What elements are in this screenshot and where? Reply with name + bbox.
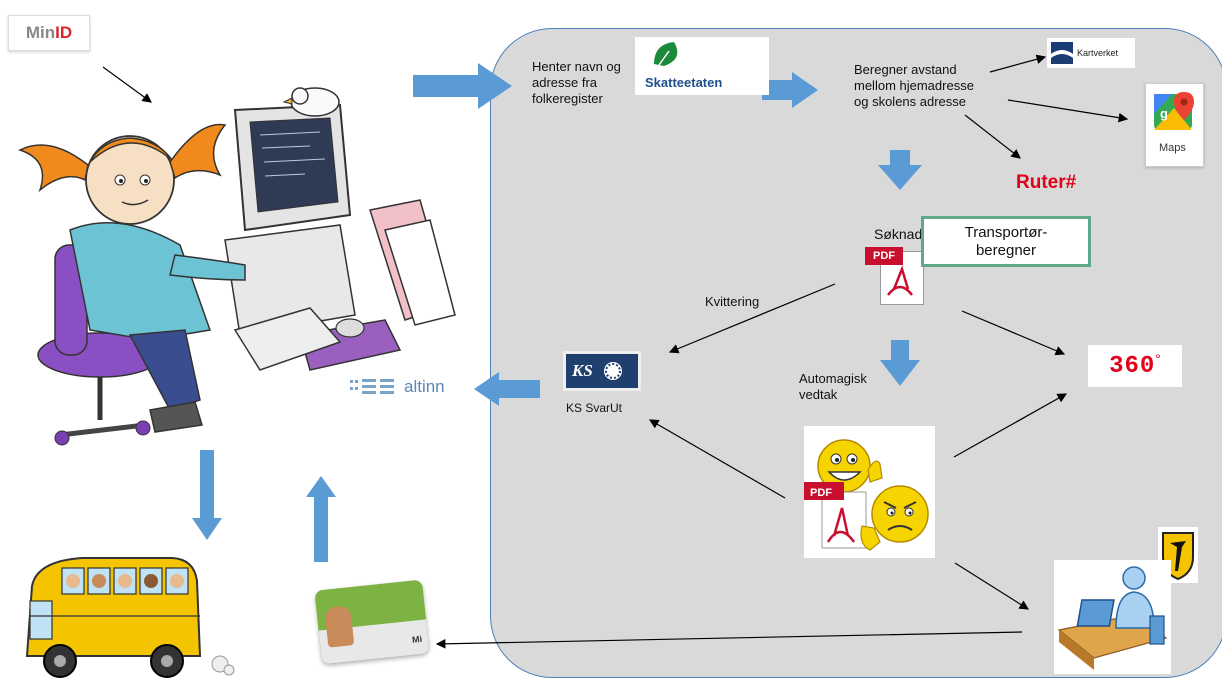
girl-at-computer-illustration	[18, 87, 456, 446]
arrow-to-ruter	[964, 114, 1021, 159]
kartverket-logo: Kartverket	[1047, 38, 1135, 68]
system-360-logo: 360 °	[1088, 345, 1182, 387]
beregner-label: Beregner avstand mellom hjemadresse og s…	[854, 62, 974, 109]
arrow-to-maps	[1007, 99, 1129, 123]
maps-logo: g Maps	[1145, 83, 1204, 167]
ks-svarut-logo: KS	[563, 351, 641, 391]
skatteetaten-text: Skatteetaten	[645, 75, 723, 90]
pdf-badge: PDF	[865, 247, 903, 265]
arrow-vedtak-to-svarut	[648, 419, 786, 499]
soknad-pdf-icon: PDF	[865, 247, 927, 305]
vedtak-illustration: PDF	[804, 426, 935, 558]
block-arrow-down-bus	[192, 450, 222, 540]
arrow-to-kartverket	[989, 54, 1047, 73]
skatteetaten-leaf-icon	[654, 42, 678, 66]
block-arrow-to-altinn	[474, 372, 540, 406]
automagisk-label: Automagisk vedtak	[799, 371, 867, 402]
school-bus-illustration	[25, 557, 235, 678]
ks-ring-icon	[603, 362, 622, 380]
minid-suffix: ID	[55, 23, 73, 42]
svg-text:PDF: PDF	[810, 487, 832, 499]
acrobat-icon	[887, 265, 913, 296]
minid-prefix: Min	[25, 23, 56, 42]
block-arrow-down-soknad	[878, 150, 922, 190]
kartverket-text: Kartverket	[1077, 48, 1119, 58]
arrow-soknad-to-360	[961, 310, 1066, 356]
system-360-text: 360	[1109, 352, 1156, 380]
block-arrow-down-vedtak	[880, 340, 920, 386]
altinn-mark-icon	[350, 379, 394, 394]
kartverket-icon	[1051, 42, 1073, 64]
maps-text: Maps	[1159, 142, 1186, 154]
transportor-label: Transportør-beregner	[964, 223, 1048, 259]
arrow-kvittering	[668, 283, 836, 354]
case-officer-illustration	[1054, 560, 1171, 674]
ks-text: KS	[572, 361, 593, 380]
soknad-label: Søknad	[874, 226, 923, 242]
arrow-officer-to-card	[435, 631, 1023, 649]
svg-text:g: g	[1160, 106, 1168, 121]
transportor-box: Transportør-beregner	[921, 216, 1091, 267]
block-arrow-up-from-card	[306, 476, 336, 562]
block-arrow-to-skatteetaten	[413, 63, 512, 109]
altinn-logo: altinn	[350, 376, 445, 398]
arrow-vedtak-to-360	[953, 393, 1068, 458]
student-card: Mi	[314, 579, 430, 665]
system-360-degree: °	[1155, 351, 1161, 367]
map-pin-icon: g	[1154, 92, 1194, 130]
arrow-minid-to-girl	[102, 66, 152, 103]
card-label: Mi	[411, 633, 423, 645]
ks-svarut-caption: KS SvarUt	[566, 401, 623, 415]
block-arrow-to-beregner	[762, 72, 818, 108]
henter-label: Henter navn og adresse fra folkeregister	[532, 59, 621, 106]
ruter-logo: Ruter#	[1016, 172, 1077, 193]
skatteetaten-logo: Skatteetaten	[635, 37, 769, 95]
altinn-text: altinn	[404, 377, 445, 396]
vedtak-smileys-icon: PDF	[804, 439, 929, 551]
officer-icon	[1057, 566, 1168, 670]
arrow-vedtak-to-officer	[954, 562, 1030, 610]
kvittering-label: Kvittering	[705, 294, 760, 309]
